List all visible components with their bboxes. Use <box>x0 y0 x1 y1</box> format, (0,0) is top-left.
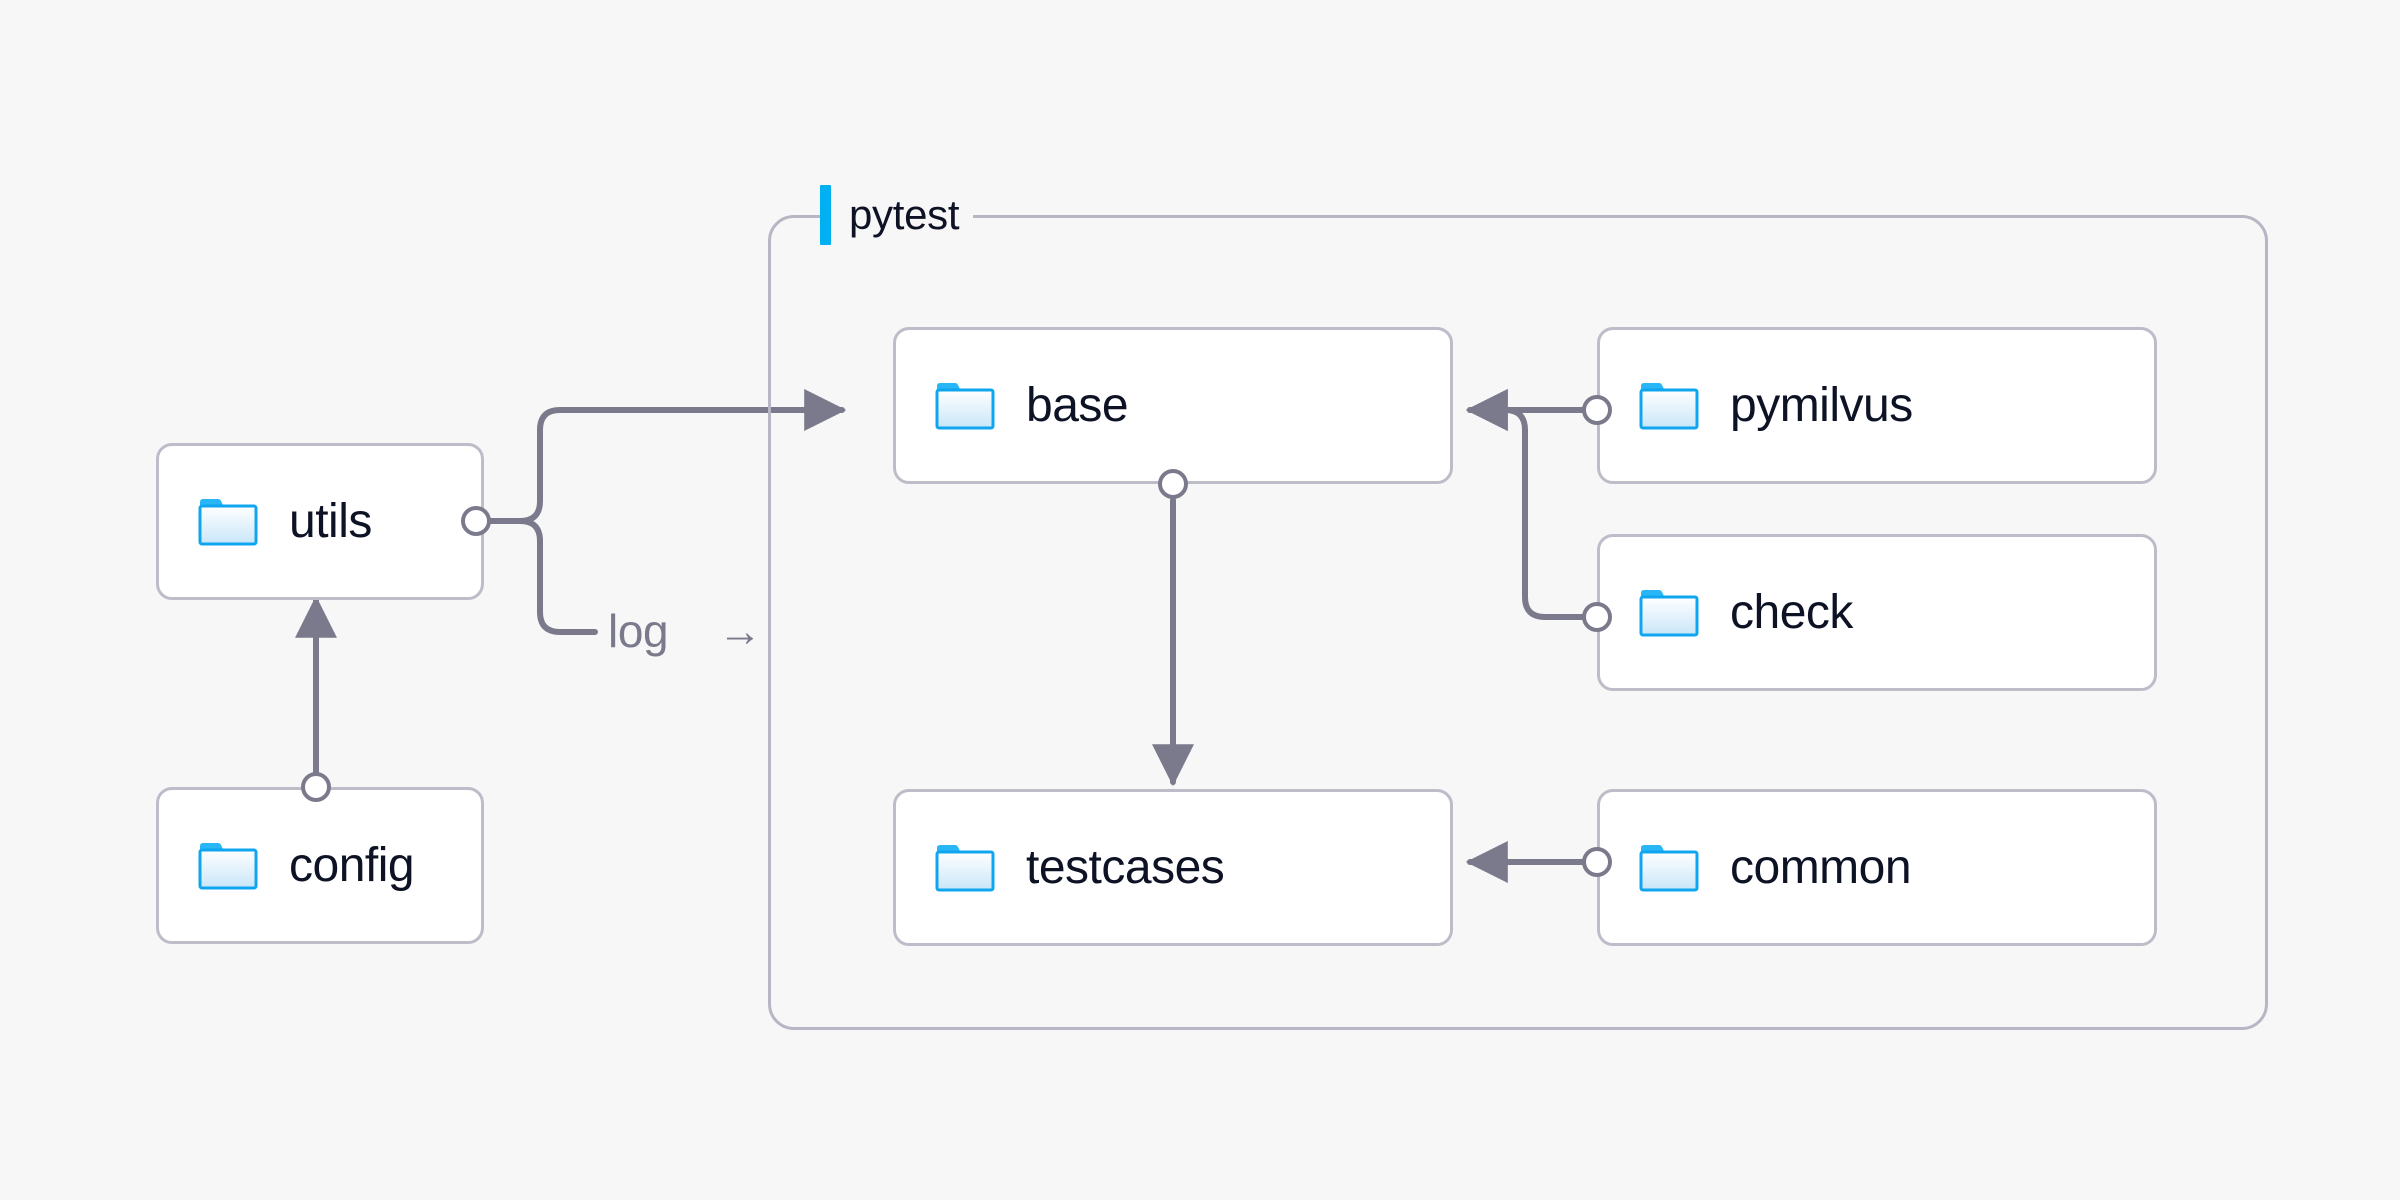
node-label: common <box>1730 840 1912 894</box>
port-pymilvus-left[interactable] <box>1582 395 1612 425</box>
node-label: config <box>289 838 415 892</box>
node-label: check <box>1730 585 1853 639</box>
node-label: utils <box>289 494 372 548</box>
port-check-left[interactable] <box>1582 602 1612 632</box>
port-utils-right[interactable] <box>461 506 491 536</box>
port-base-bottom[interactable] <box>1158 469 1188 499</box>
folder-icon <box>198 842 258 889</box>
node-testcases[interactable]: testcases <box>893 789 1453 946</box>
port-common-left[interactable] <box>1582 847 1612 877</box>
folder-icon <box>198 498 258 545</box>
edge-label-log: log <box>600 608 677 654</box>
folder-icon <box>1639 589 1699 636</box>
vertical-accent-bar-icon <box>820 185 831 245</box>
node-label: pymilvus <box>1730 378 1913 432</box>
folder-icon <box>935 844 995 891</box>
node-label: testcases <box>1026 840 1225 894</box>
pytest-group-label: pytest <box>820 183 974 247</box>
node-label: base <box>1026 378 1129 432</box>
edge-utils-log <box>485 518 598 635</box>
node-base[interactable]: base <box>893 327 1453 484</box>
folder-icon <box>935 382 995 429</box>
edge-label-log-arrow-icon: → <box>718 607 762 656</box>
group-label-text: pytest <box>849 191 960 238</box>
pytest-group-container[interactable] <box>768 215 2268 1030</box>
node-config[interactable]: config <box>156 787 484 944</box>
node-check[interactable]: check <box>1597 534 2157 691</box>
node-utils[interactable]: utils <box>156 443 484 600</box>
node-common[interactable]: common <box>1597 789 2157 946</box>
folder-icon <box>1639 844 1699 891</box>
node-pymilvus[interactable]: pymilvus <box>1597 327 2157 484</box>
folder-icon <box>1639 382 1699 429</box>
port-config-top[interactable] <box>301 772 331 802</box>
